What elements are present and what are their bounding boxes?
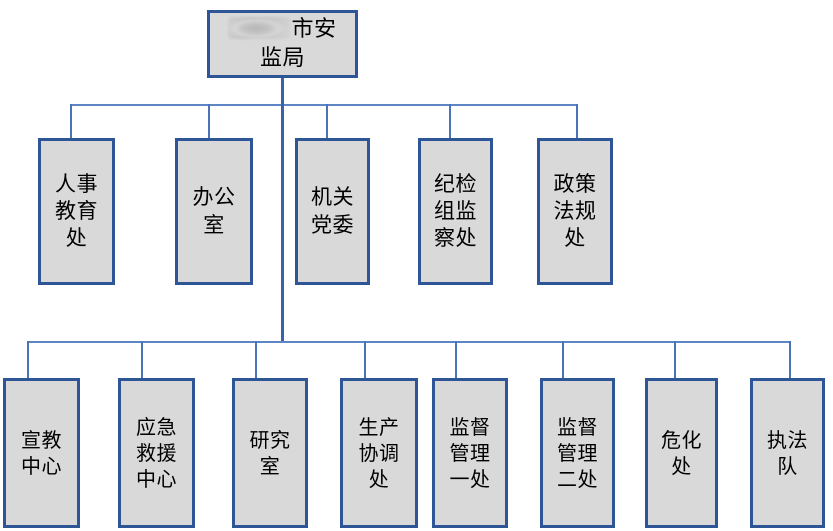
connector-tier2-bus	[70, 104, 578, 106]
org-node-zhifadui[interactable]: 执法 队	[750, 378, 825, 528]
org-node-bangongshi[interactable]: 办公 室	[175, 138, 253, 285]
connector-root-trunk	[281, 78, 284, 105]
org-node-label: 监督 管理 二处	[557, 415, 598, 491]
org-node-jianduguanliyichu[interactable]: 监督 管理 一处	[432, 378, 508, 528]
org-node-label: 执法 队	[767, 428, 808, 478]
connector-drop-tier2-1	[70, 104, 72, 138]
connector-drop-tier2-5	[576, 104, 578, 138]
org-node-yingjijiuyuanzhongxin[interactable]: 应急 救援 中心	[118, 378, 195, 528]
org-node-shengchanxietiaochu[interactable]: 生产 协调 处	[340, 378, 418, 528]
org-node-root-line2: 监局	[259, 46, 305, 71]
connector-drop-tier3-7	[674, 341, 676, 378]
connector-lower-trunk	[281, 104, 284, 342]
connector-drop-tier2-3	[326, 104, 328, 138]
connector-drop-tier3-2	[141, 341, 143, 378]
connector-tier3-bus	[27, 341, 790, 343]
org-node-root-label: 市安监局	[226, 15, 338, 74]
org-node-label: 人事 教育 处	[55, 171, 98, 251]
connector-drop-tier3-1	[27, 341, 29, 378]
org-node-jijianzujianchachu[interactable]: 纪检 组监 察处	[418, 138, 493, 285]
org-node-label: 危化 处	[661, 428, 702, 478]
connector-drop-tier3-6	[562, 341, 564, 378]
org-node-weihuachu[interactable]: 危化 处	[645, 378, 718, 528]
connector-drop-tier2-4	[449, 104, 451, 138]
org-node-jianduguanlierchu[interactable]: 监督 管理 二处	[540, 378, 615, 528]
connector-drop-tier3-4	[364, 341, 366, 378]
connector-drop-tier3-3	[255, 341, 257, 378]
connector-drop-tier3-8	[789, 341, 791, 378]
org-node-label: 研究 室	[249, 428, 291, 478]
org-node-label: 监督 管理 一处	[449, 415, 491, 491]
org-node-label: 办公 室	[192, 185, 236, 237]
org-node-label: 生产 协调 处	[358, 415, 400, 491]
org-node-root[interactable]: 市安监局	[207, 10, 358, 78]
connector-drop-tier2-2	[208, 104, 210, 138]
org-node-root-line1: 市安	[291, 16, 337, 42]
org-node-jiguandangwei[interactable]: 机关 党委	[295, 138, 370, 285]
org-node-zhengcefaguichu[interactable]: 政策 法规 处	[537, 138, 613, 285]
org-node-label: 政策 法规 处	[553, 171, 597, 251]
org-node-xuanjiaozhongxin[interactable]: 宣教 中心	[3, 378, 80, 528]
redacted-text-block	[228, 16, 291, 39]
org-node-label: 应急 救援 中心	[136, 415, 177, 491]
connector-drop-tier3-5	[455, 341, 457, 378]
org-node-label: 机关 党委	[311, 185, 354, 237]
org-node-label: 纪检 组监 察处	[434, 171, 477, 251]
org-node-label: 宣教 中心	[21, 428, 62, 478]
org-node-renshijiaoyuchu[interactable]: 人事 教育 处	[38, 138, 115, 285]
org-node-yanjiushi[interactable]: 研究 室	[232, 378, 308, 528]
